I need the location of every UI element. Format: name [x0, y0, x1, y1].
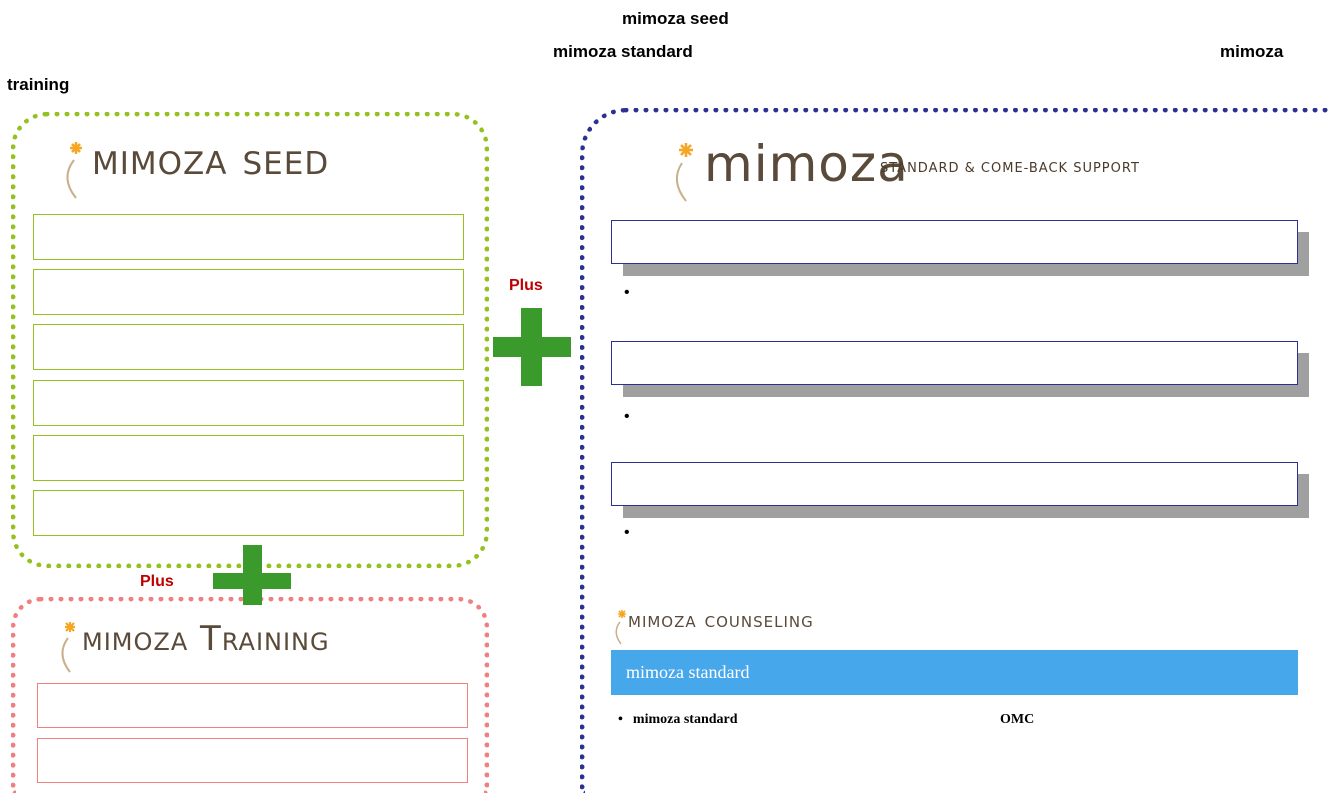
- training-item: [37, 738, 468, 783]
- seed-item: [33, 269, 464, 315]
- standard-item: [611, 220, 1298, 264]
- mimoza-seed-logo-text: mimoza seed: [92, 134, 330, 185]
- seed-item: [33, 214, 464, 260]
- seed-item: [33, 435, 464, 481]
- standard-panel: [580, 108, 1328, 793]
- plus-icon: [213, 545, 291, 605]
- heading-mimoza-seed: mimoza seed: [622, 9, 729, 28]
- mimoza-standard-logo-text: mimoza: [704, 135, 909, 193]
- heading-mimoza: mimoza: [1220, 42, 1284, 61]
- swirl-star-icon: [61, 622, 75, 673]
- mimoza-counseling-logo-text: mimoza counseling: [628, 608, 814, 633]
- swirl-star-icon: [66, 142, 82, 199]
- counseling-line: • mimoza standard: [618, 712, 738, 728]
- standard-bullet: •: [624, 408, 630, 425]
- standard-item: [611, 462, 1298, 506]
- seed-item: [33, 380, 464, 426]
- mimoza-standard-logo-subtitle: standard & come-back support: [880, 161, 1140, 176]
- mimoza-standard-logo: mimoza standard & come-back support: [668, 135, 1208, 215]
- mimoza-counseling-logo: mimoza counseling: [612, 604, 932, 645]
- heading-mimoza-standard: mimoza standard: [553, 42, 693, 61]
- plus-icon: [493, 308, 571, 386]
- plus-label-seed-standard: Plus: [509, 277, 543, 294]
- swirl-star-icon: [675, 143, 693, 202]
- mimoza-training-logo-text: mimoza Training: [82, 619, 330, 659]
- seed-item: [33, 490, 464, 536]
- counseling-bullet: •: [618, 712, 623, 727]
- mimoza-training-logo: mimoza Training: [56, 614, 436, 684]
- standard-item: [611, 341, 1298, 385]
- standard-bullet: •: [624, 524, 630, 541]
- swirl-star-icon: [615, 610, 626, 645]
- seed-item: [33, 324, 464, 370]
- counseling-omc-text: OMC: [1000, 712, 1035, 727]
- mimoza-seed-logo: mimoza seed: [58, 126, 418, 206]
- heading-training: training: [7, 75, 70, 94]
- counseling-standard-bar: mimoza standard: [611, 650, 1298, 695]
- counseling-line-text: mimoza standard: [632, 712, 738, 727]
- training-item: [37, 683, 468, 728]
- standard-bullet: •: [624, 284, 630, 301]
- plus-label-seed-training: Plus: [140, 573, 174, 590]
